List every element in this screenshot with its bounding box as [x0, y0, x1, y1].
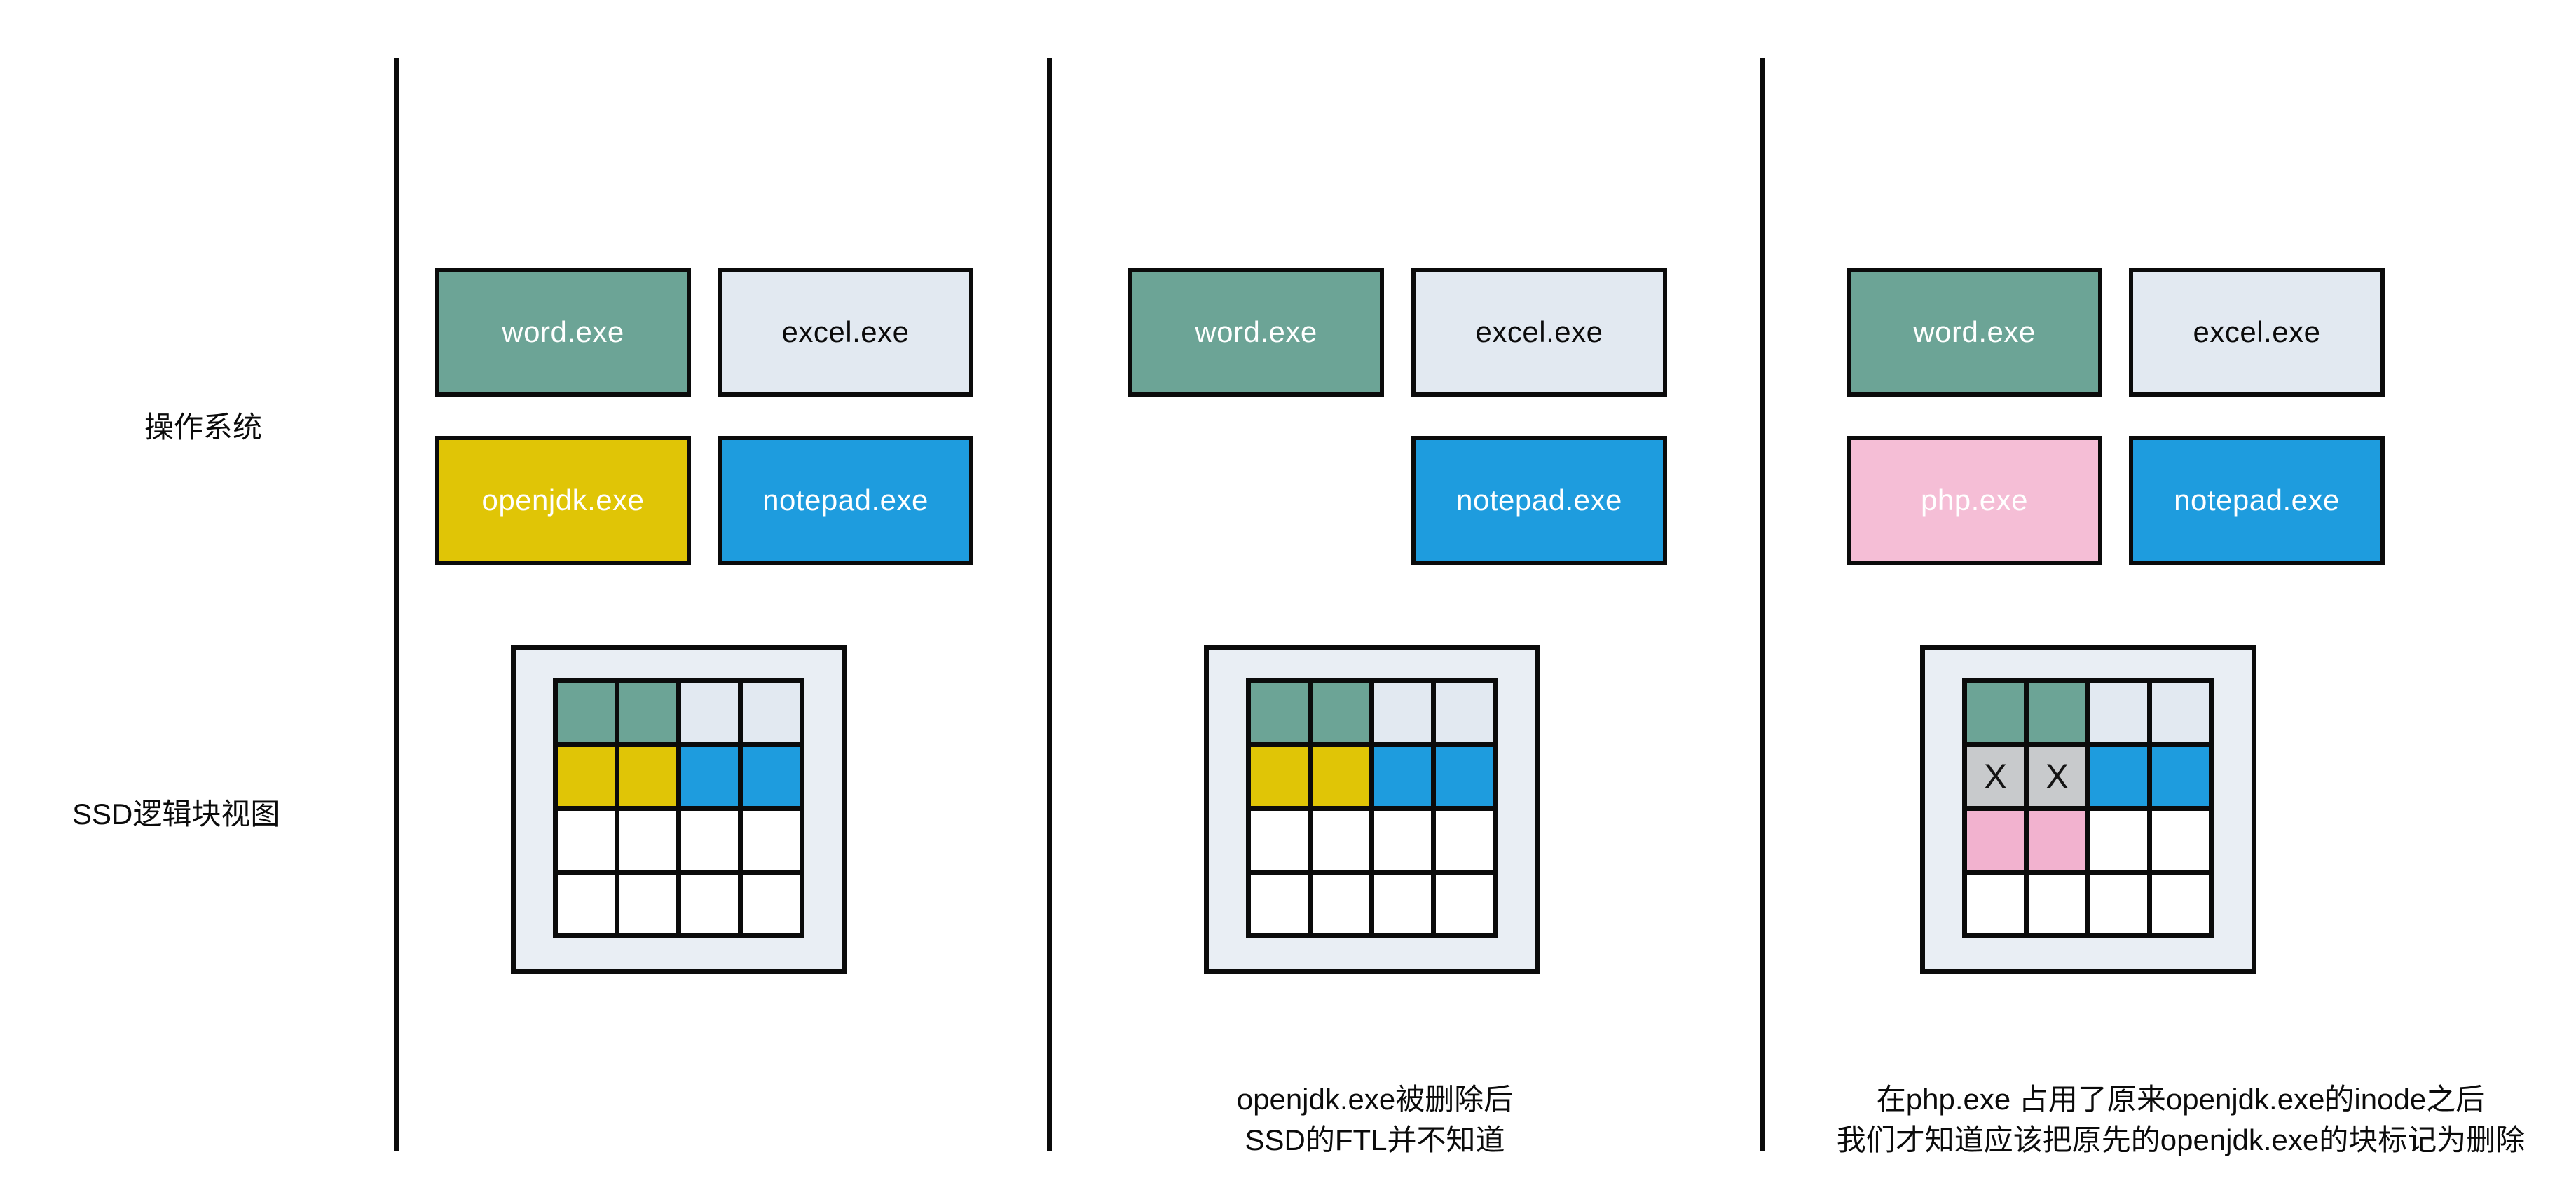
ssd-block-r1c0-yellow — [558, 747, 615, 806]
app-box-label: notepad.exe — [762, 484, 929, 517]
ssd-block-r1c3-blue — [2152, 747, 2209, 806]
ssd-block-r2c3-white — [1436, 811, 1493, 870]
ssd-block-r3c1-white — [619, 875, 676, 933]
ssd-block-r3c3-white — [2152, 875, 2209, 933]
ssd-block-r3c0-white — [558, 875, 615, 933]
app-box-excel-exe: excel.exe — [1411, 268, 1667, 397]
ssd-block-r0c0-teal — [1251, 683, 1308, 742]
ssd-block-r3c1-white — [2029, 875, 2085, 933]
ssd-block-r1c2-blue — [2090, 747, 2147, 806]
ssd-block-r0c2-light — [681, 683, 738, 742]
ssd-block-r0c1-teal — [2029, 683, 2085, 742]
ssd-block-r1c1-gray: X — [2029, 747, 2085, 806]
ssd-block-r3c3-white — [1436, 875, 1493, 933]
app-box-excel-exe: excel.exe — [2129, 268, 2385, 397]
app-box-label: excel.exe — [1475, 315, 1603, 348]
caption-line: 在php.exe 占用了原来openjdk.exe的inode之后 — [1876, 1083, 2486, 1116]
ssd-block-r2c1-white — [619, 811, 676, 870]
ssd-block-r3c2-white — [681, 875, 738, 933]
ssd-block-r3c2-white — [2090, 875, 2147, 933]
app-box-word-exe: word.exe — [1128, 268, 1384, 397]
app-box-label: excel.exe — [2193, 315, 2321, 348]
ssd-block-r2c0-white — [558, 811, 615, 870]
panel-divider-2 — [1047, 58, 1052, 1151]
app-box-label: word.exe — [502, 315, 624, 348]
ssd-block-r3c2-white — [1374, 875, 1431, 933]
app-box-word-exe: word.exe — [1847, 268, 2102, 397]
ssd-block-r0c1-teal — [619, 683, 676, 742]
ssd-block-r2c3-white — [2152, 811, 2209, 870]
ssd-block-r2c3-white — [743, 811, 800, 870]
app-box-excel-exe: excel.exe — [718, 268, 973, 397]
app-box-notepad-exe: notepad.exe — [1411, 436, 1667, 565]
ssd-block-r1c1-yellow — [619, 747, 676, 806]
ssd-block-r2c0-white — [1251, 811, 1308, 870]
panel-divider-3 — [1760, 58, 1765, 1151]
ssd-block-r0c1-teal — [1313, 683, 1369, 742]
ssd-block-r2c2-white — [2090, 811, 2147, 870]
app-box-label: notepad.exe — [2174, 484, 2340, 517]
app-box-label: excel.exe — [781, 315, 910, 348]
app-box-notepad-exe: notepad.exe — [2129, 436, 2385, 565]
ssd-grid — [553, 678, 804, 938]
panel-caption-after-php-write: 在php.exe 占用了原来openjdk.exe的inode之后我们才知道应该… — [1837, 1079, 2526, 1161]
app-box-notepad-exe: notepad.exe — [718, 436, 973, 565]
ssd-block-r0c0-teal — [558, 683, 615, 742]
app-box-word-exe: word.exe — [435, 268, 691, 397]
ssd-block-r0c2-light — [1374, 683, 1431, 742]
app-box-php-exe: php.exe — [1847, 436, 2102, 565]
ssd-block-r1c2-blue — [681, 747, 738, 806]
ssd-block-r3c0-white — [1251, 875, 1308, 933]
os-row-label: 操作系统 — [144, 411, 263, 444]
ssd-block-r2c1-white — [1313, 811, 1369, 870]
ssd-block-r1c0-gray: X — [1967, 747, 2024, 806]
caption-line: 我们才知道应该把原先的openjdk.exe的块标记为删除 — [1836, 1123, 2526, 1156]
ssd-grid — [1246, 678, 1498, 938]
ssd-block-r2c1-pink_cell — [2029, 811, 2085, 870]
ssd-block-r0c3-light — [1436, 683, 1493, 742]
app-box-label: openjdk.exe — [481, 484, 645, 517]
ssd-block-r3c1-white — [1313, 875, 1369, 933]
app-box-openjdk-exe: openjdk.exe — [435, 436, 691, 565]
caption-line: SSD的FTL并不知道 — [1245, 1123, 1505, 1156]
ssd-block-r1c3-blue — [1436, 747, 1493, 806]
ssd-block-r2c2-white — [681, 811, 738, 870]
panel-caption-after-delete: openjdk.exe被删除后 SSD的FTL并不知道 — [1237, 1079, 1514, 1161]
ssd-block-r0c3-light — [743, 683, 800, 742]
app-box-label: notepad.exe — [1456, 484, 1622, 517]
app-box-label: word.exe — [1913, 315, 2036, 348]
ssd-block-r1c2-blue — [1374, 747, 1431, 806]
deleted-mark: X — [1983, 757, 2008, 796]
app-box-label: word.exe — [1195, 315, 1317, 348]
ssd-block-r1c1-yellow — [1313, 747, 1369, 806]
app-box-label: php.exe — [1921, 484, 2028, 517]
ssd-block-r0c2-light — [2090, 683, 2147, 742]
caption-line: openjdk.exe被删除后 — [1236, 1083, 1514, 1116]
ssd-block-r0c3-light — [2152, 683, 2209, 742]
ssd-row-label: SSD逻辑块视图 — [72, 798, 280, 830]
ssd-block-r0c0-teal — [1967, 683, 2024, 742]
deleted-mark: X — [2045, 757, 2069, 796]
ssd-block-r2c0-pink_cell — [1967, 811, 2024, 870]
ssd-block-r1c0-yellow — [1251, 747, 1308, 806]
ssd-block-r2c2-white — [1374, 811, 1431, 870]
panel-divider-1 — [394, 58, 399, 1151]
ssd-block-r3c0-white — [1967, 875, 2024, 933]
ssd-block-r3c3-white — [743, 875, 800, 933]
ssd-block-r1c3-blue — [743, 747, 800, 806]
